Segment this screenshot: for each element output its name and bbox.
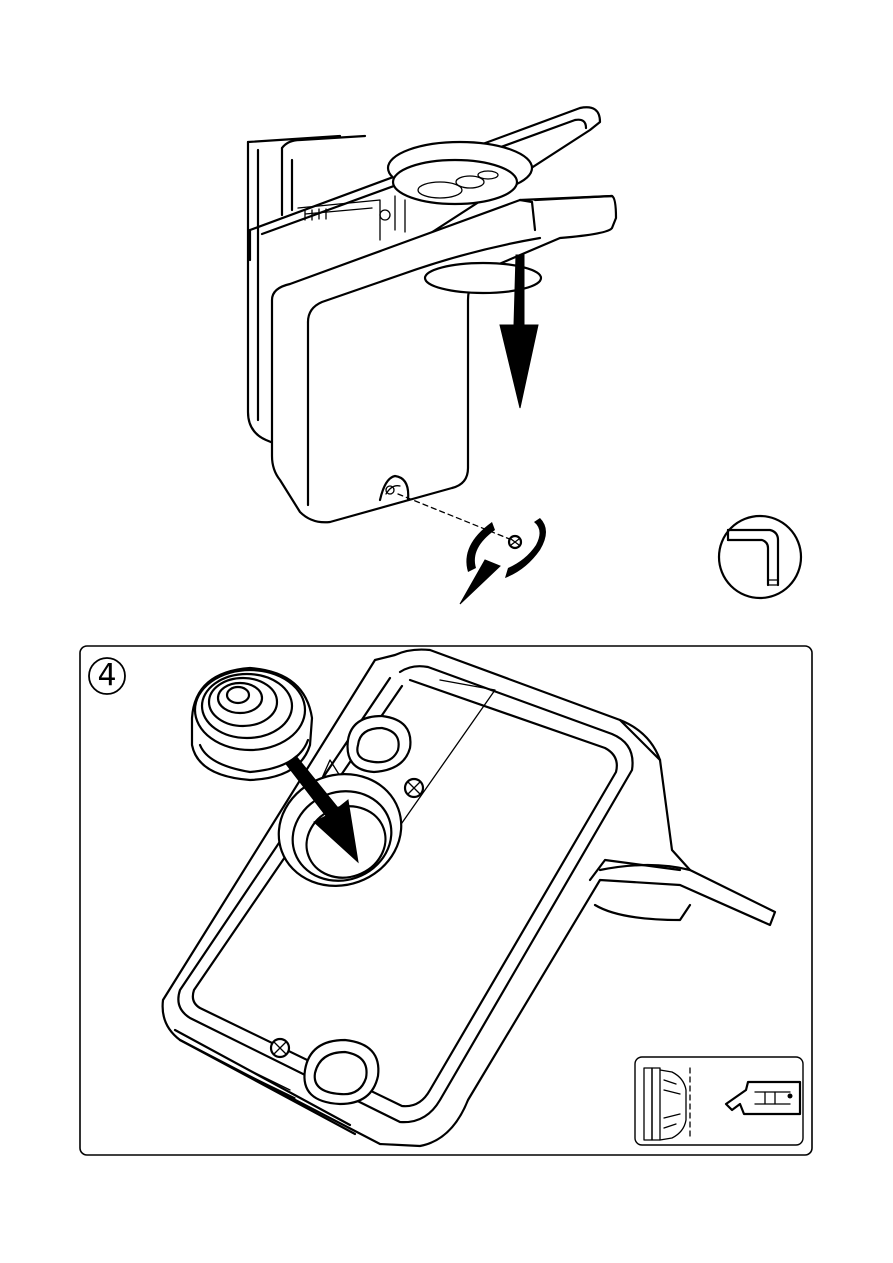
upper-illustration (248, 107, 801, 604)
allen-key-icon (719, 516, 801, 598)
screw-top (405, 779, 423, 797)
step4-panel (80, 646, 812, 1155)
grommet-cross-section-icon (644, 1068, 690, 1140)
screw-bottom (271, 1039, 289, 1057)
housing (272, 196, 616, 522)
step4-number: 4 (89, 657, 125, 695)
arrow-rotate-unscrew (460, 518, 546, 604)
screw-guide (398, 494, 521, 548)
cutter-knife-icon (726, 1082, 800, 1114)
lower-port (304, 1040, 378, 1104)
hint-box (635, 1057, 803, 1145)
